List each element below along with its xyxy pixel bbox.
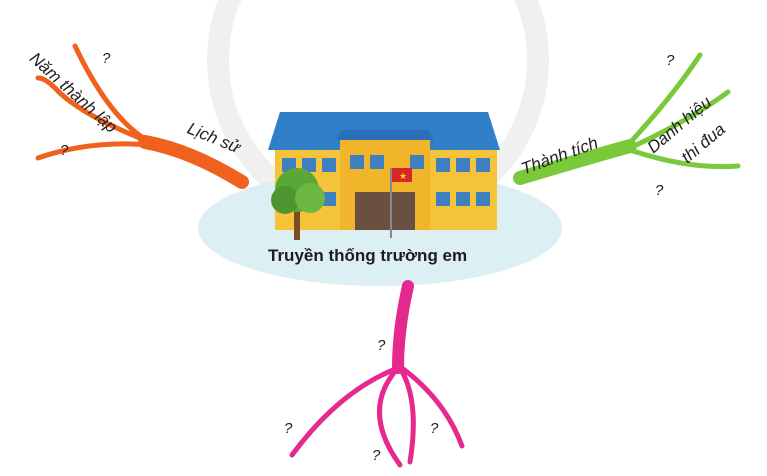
pink-branch <box>289 280 465 468</box>
green-branch <box>513 52 741 185</box>
question-mark: ? <box>377 337 386 354</box>
question-mark: ? <box>372 447 381 464</box>
question-mark: ? <box>666 52 675 69</box>
question-mark: ? <box>655 182 664 199</box>
center-title: Truyền thống trường em <box>268 246 468 265</box>
question-mark: ? <box>284 420 293 437</box>
question-mark: ? <box>60 142 69 159</box>
question-mark: ? <box>102 50 111 67</box>
svg-text:★: ★ <box>399 171 407 181</box>
question-mark: ? <box>430 420 439 437</box>
orange-branch <box>35 43 249 189</box>
school-building-image: ★ <box>268 112 500 240</box>
